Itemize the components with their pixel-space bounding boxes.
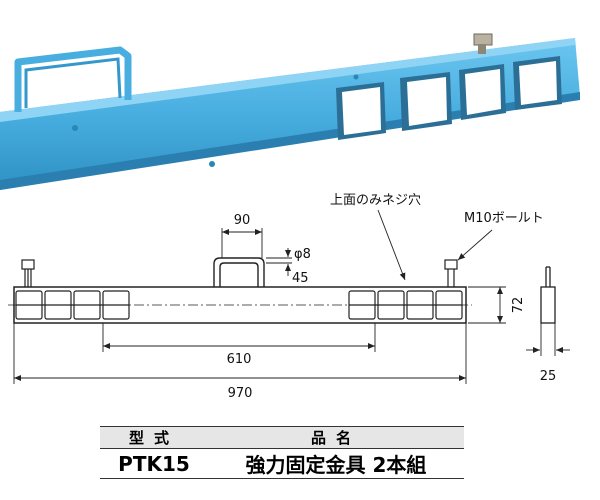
right-bolt bbox=[444, 259, 458, 287]
model-cell: PTK15 bbox=[100, 448, 208, 479]
table-header-row: 型式 品名 bbox=[100, 426, 464, 449]
dim-handle-width bbox=[221, 228, 263, 258]
handle-width-label: 90 bbox=[234, 213, 251, 228]
side-view bbox=[540, 266, 556, 324]
dim-inner-span bbox=[102, 323, 376, 352]
left-bolt bbox=[21, 259, 35, 287]
header-name: 品名 bbox=[208, 426, 464, 449]
dim-total-length bbox=[13, 323, 467, 384]
top-hole-label: 上面のみネジ穴 bbox=[330, 193, 421, 208]
spec-table: 型式 品名 PTK15 強力固定金具 2本組 bbox=[100, 426, 464, 479]
right-windows bbox=[348, 290, 463, 320]
table-row: PTK15 強力固定金具 2本組 bbox=[100, 448, 464, 479]
bolt-label: M10ボールト bbox=[464, 211, 544, 226]
dim-thickness bbox=[526, 323, 570, 356]
total-length-label: 970 bbox=[228, 386, 253, 401]
name-cell: 強力固定金具 2本組 bbox=[208, 448, 464, 479]
thickness-label: 25 bbox=[540, 369, 557, 384]
inner-span-label: 610 bbox=[227, 352, 252, 367]
dim-height bbox=[468, 286, 506, 324]
product-photo bbox=[0, 33, 580, 190]
handle bbox=[213, 257, 265, 287]
technical-drawing: 90 φ8 45 72 610 970 25 上面のみネジ穴 M10ボ bbox=[8, 193, 570, 401]
header-model: 型式 bbox=[100, 426, 208, 449]
left-windows bbox=[15, 290, 130, 320]
dim-handle-height bbox=[266, 248, 292, 276]
handle-height-label: 45 bbox=[292, 271, 309, 286]
height-label: 72 bbox=[511, 297, 526, 314]
hole-diameter-label: φ8 bbox=[294, 247, 311, 262]
